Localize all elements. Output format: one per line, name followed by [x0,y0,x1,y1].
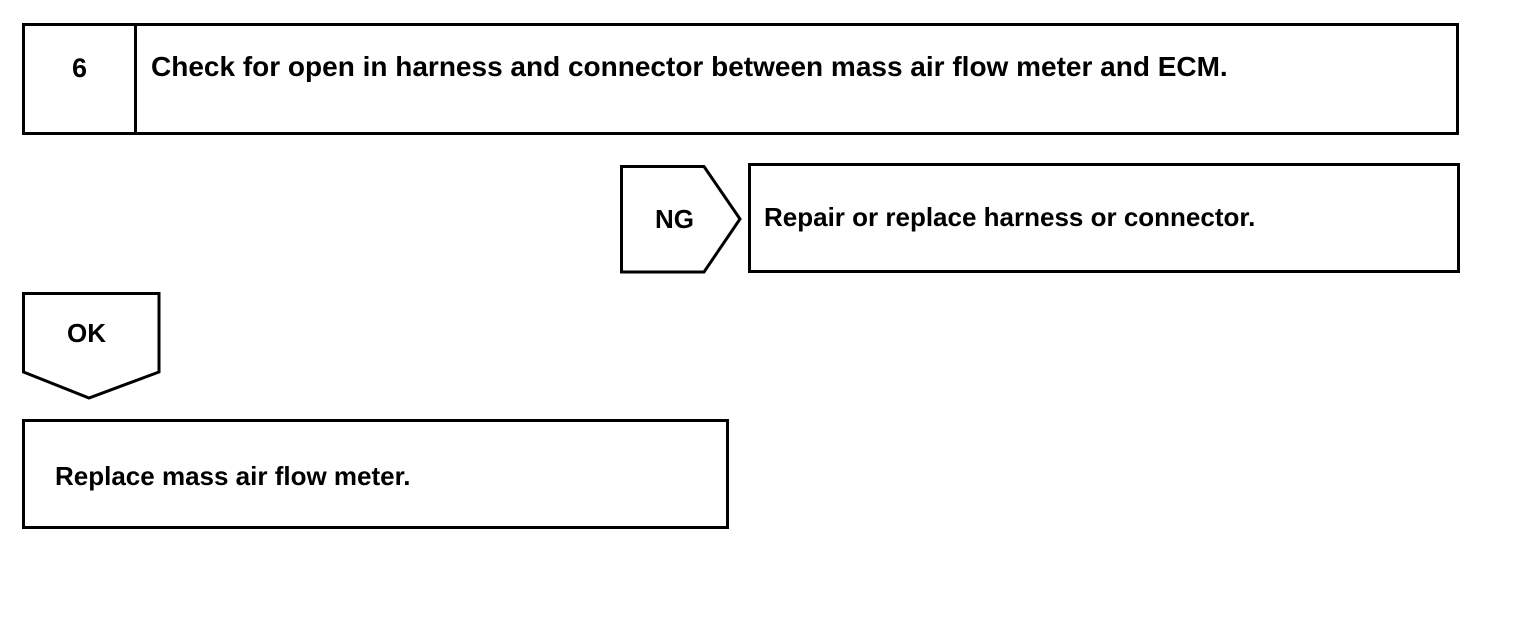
ok-action-text: Replace mass air flow meter. [55,461,411,491]
ng-action-text: Repair or replace harness or connector. [764,202,1256,232]
step-title: Check for open in harness and connector … [151,51,1228,82]
ok-arrow-shape [22,292,161,400]
ng-action-box: Repair or replace harness or connector. [748,163,1460,273]
ng-arrow-shape [620,165,742,274]
ok-label: OK [67,318,106,348]
ng-label: NG [655,204,694,234]
ng-arrow [620,165,742,274]
step-number: 6 [71,53,88,83]
ok-arrow [22,292,161,400]
ok-action-box: Replace mass air flow meter. [22,419,729,529]
step-header-box: 6 Check for open in harness and connecto… [22,23,1459,135]
step-number-cell: 6 [25,26,137,132]
